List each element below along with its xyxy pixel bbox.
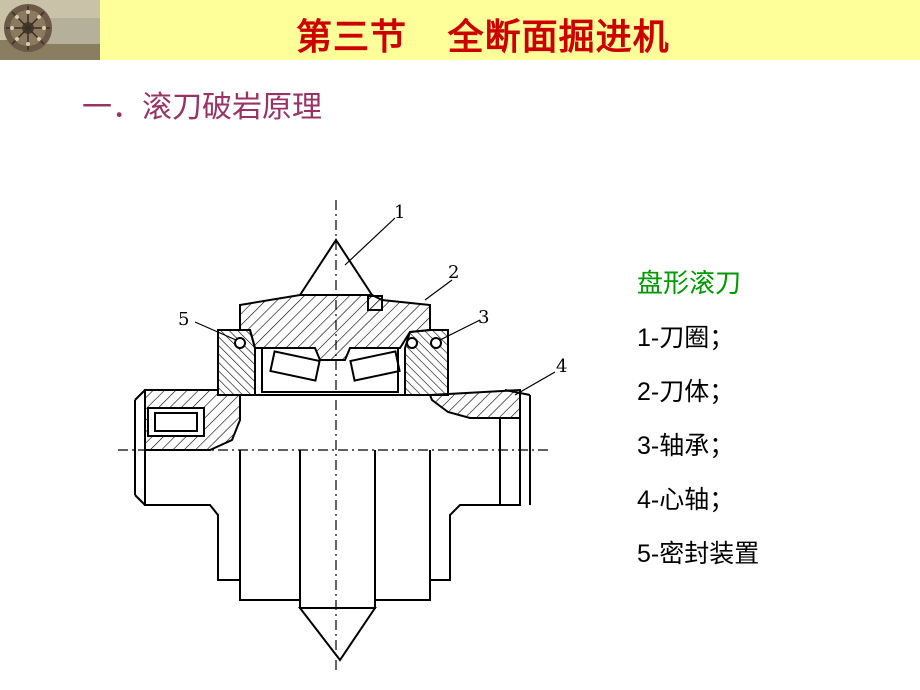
legend-item: 1-刀圈； <box>637 324 735 352</box>
legend-item: 5-密封装置 <box>637 540 760 568</box>
disc-cutter-diagram: 1 2 3 4 5 <box>118 200 567 670</box>
callout-5: 5 <box>178 309 189 330</box>
legend-title: 盘形滚刀 <box>637 269 742 299</box>
callout-2: 2 <box>448 262 459 283</box>
callout-3: 3 <box>478 307 489 328</box>
bearing-right <box>349 350 401 382</box>
cutter-body <box>239 294 431 361</box>
callout-1: 1 <box>394 202 405 223</box>
bearing-left <box>269 350 321 382</box>
seal-left <box>234 337 246 349</box>
seal-right <box>406 337 418 349</box>
legend-item: 4-心轴； <box>637 486 735 514</box>
callout-4: 4 <box>556 356 567 377</box>
legend-item: 2-刀体； <box>637 378 735 406</box>
section-heading: 一．滚刀破岩原理 <box>82 90 322 125</box>
legend-item: 3-轴承； <box>637 432 735 460</box>
tunnel-boring-machine-photo <box>0 0 100 60</box>
legend: 盘形滚刀 1-刀圈； 2-刀体； 3-轴承； 4-心轴； 5-密封装置 <box>637 266 759 590</box>
page-title: 第三节 全断面掘进机 <box>296 16 670 58</box>
title-bar <box>0 0 920 60</box>
